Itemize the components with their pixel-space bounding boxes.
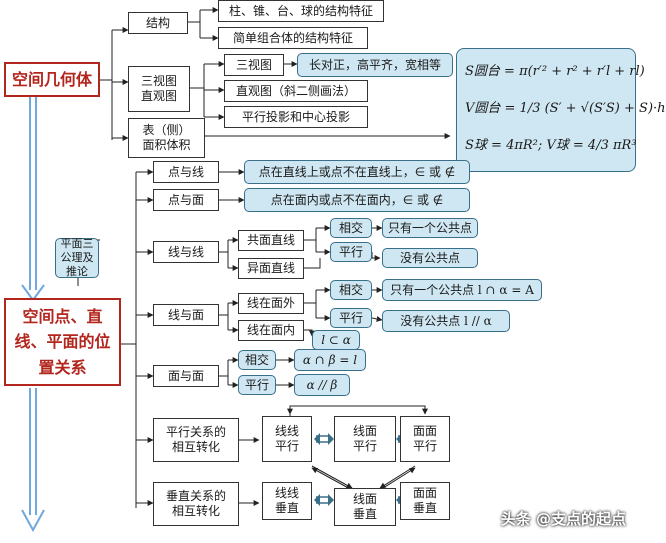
watermark: 头条 @支点的起点 xyxy=(500,510,626,528)
plane-parallel-formula: α // β xyxy=(294,374,350,396)
plane-plane-box: 面与面 xyxy=(153,365,219,387)
line-subset-plane: l ⊂ α xyxy=(312,330,360,350)
structure-item-1: 柱、锥、台、球的结构特征 xyxy=(218,0,384,22)
lp-parallel-box: 线面 平行 xyxy=(334,416,396,462)
line-plane-box: 线与面 xyxy=(153,304,219,326)
ll-parallel-box: 线线 平行 xyxy=(262,416,312,462)
perp-transform-box: 垂直关系的 相互转化 xyxy=(153,482,239,526)
oblique-drawing-box: 直观图（斜二侧画法） xyxy=(224,80,368,102)
line-outside-plane-box: 线在面外 xyxy=(238,293,304,314)
line-plane-parallel-desc: 没有公共点 l // α xyxy=(382,310,510,332)
pp-parallel-box: 面面 平行 xyxy=(400,416,450,462)
line-line-box: 线与线 xyxy=(153,241,219,263)
ll-perp-box: 线线 垂直 xyxy=(262,482,312,520)
root-solid-geometry: 空间几何体 xyxy=(4,62,100,97)
line-line-parallel: 平行 xyxy=(330,242,372,262)
area-volume-box: 表（侧） 面积体积 xyxy=(128,118,205,158)
line-line-intersect: 相交 xyxy=(330,218,372,238)
plane-intersect-formula: α ∩ β = l xyxy=(294,349,366,371)
frustum-volume-formula: V圆台 = 1/3 (S′ + √(S′S) + S)·h xyxy=(465,101,666,116)
left-down-arrows xyxy=(21,97,45,533)
point-line-box: 点与线 xyxy=(153,161,219,183)
skew-lines-box: 异面直线 xyxy=(238,258,304,279)
plane-plane-parallel-label: 平行 xyxy=(238,375,276,395)
point-plane-box: 点与面 xyxy=(153,189,219,211)
point-line-desc: 点在直线上或点不在直线上，∈ 或 ∉ xyxy=(244,160,470,184)
line-line-no-common: 没有公共点 xyxy=(382,248,478,268)
coplanar-lines-box: 共面直线 xyxy=(238,230,304,251)
lp-perp-box: 线面 垂直 xyxy=(334,488,396,526)
line-plane-parallel-label: 平行 xyxy=(330,308,372,328)
point-plane-desc: 点在面内或点不在面内，∈ 或 ∉ xyxy=(244,188,470,212)
pp-perp-box: 面面 垂直 xyxy=(400,482,450,520)
formula-box: S圆台 = π(r′² + r² + r′l + rl) V圆台 = 1/3 (… xyxy=(456,48,666,172)
line-in-plane-box: 线在面内 xyxy=(238,320,304,341)
three-view-rule-box: 长对正，高平齐，宽相等 xyxy=(297,53,453,77)
parallel-transform-box: 平行关系的 相互转化 xyxy=(153,418,239,462)
axioms-box: 平面三公理及推论 xyxy=(55,237,99,278)
views-box: 三视图 直观图 xyxy=(128,66,190,112)
sphere-formula: S球 = 4πR²; V球 = 4/3 πR³ xyxy=(465,138,637,153)
line-line-one-common: 只有一个公共点 xyxy=(382,218,478,238)
structure-box: 结构 xyxy=(128,12,188,34)
line-plane-intersect-label: 相交 xyxy=(330,280,372,300)
line-plane-intersect-desc: 只有一个公共点 l ∩ α = A xyxy=(382,279,542,301)
plane-plane-intersect-label: 相交 xyxy=(238,350,276,370)
frustum-area-formula: S圆台 = π(r′² + r² + r′l + rl) xyxy=(465,64,645,79)
projection-box: 平行投影和中心投影 xyxy=(224,106,368,128)
root-position-relations: 空间点、直线、平面的位置关系 xyxy=(4,298,121,386)
structure-item-2: 简单组合体的结构特征 xyxy=(218,27,368,49)
three-views-box: 三视图 xyxy=(224,54,284,76)
